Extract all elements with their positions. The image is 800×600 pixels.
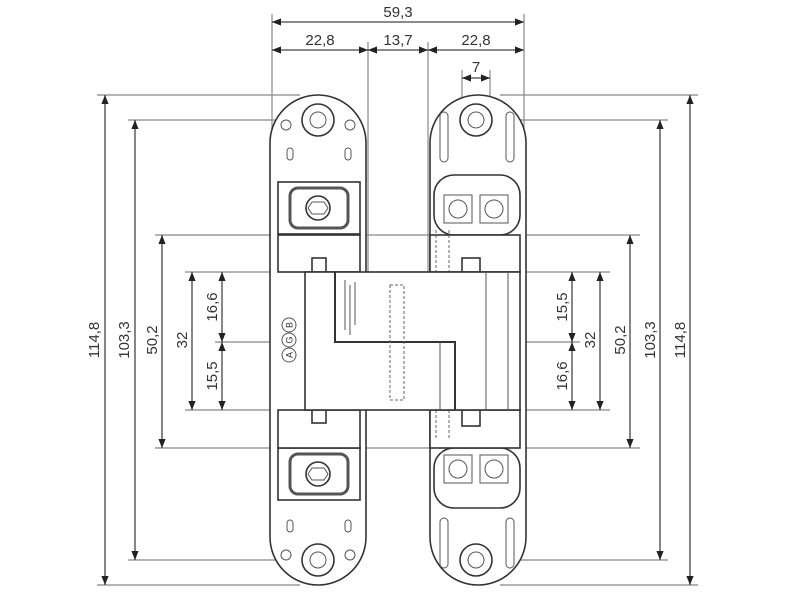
dim-right-lower-half: 16,6: [554, 361, 571, 390]
dim-left-hole-distance: 103,3: [116, 321, 133, 359]
dim-left-lower-half: 15,5: [204, 361, 221, 390]
agb-logo: A G B: [281, 317, 297, 363]
dim-left-overall-height: 114,8: [86, 322, 103, 358]
dim-gap-width: 13,7: [383, 32, 412, 49]
dim-right-overall-height: 114,8: [672, 322, 689, 358]
svg-text:B: B: [285, 322, 295, 328]
dim-hole-spacing: 7: [472, 59, 480, 76]
right-vertical-dimensions: 15,5 16,6 32 50,2 103,3 114,8: [554, 95, 694, 585]
dim-right-plate-width: 22,8: [461, 32, 490, 49]
dim-right-hole-distance: 103,3: [642, 321, 659, 359]
dim-left-plate-width: 22,8: [305, 32, 334, 49]
dim-right-center-height: 32: [582, 332, 599, 349]
dim-right-upper-half: 15,5: [554, 292, 571, 321]
dim-left-upper-half: 16,6: [204, 292, 221, 321]
svg-text:A: A: [285, 352, 295, 358]
hinge-body: [304, 271, 521, 411]
dim-overall-width: 59,3: [383, 4, 412, 21]
horizontal-dimensions: 59,3 22,8 13,7 22,8 7: [272, 4, 524, 82]
dim-right-body-height: 50,2: [612, 325, 629, 354]
left-vertical-dimensions: 114,8 103,3 50,2 32 16,6 15,5: [86, 95, 226, 585]
svg-text:G: G: [285, 336, 295, 343]
dim-left-body-height: 50,2: [144, 325, 161, 354]
dim-left-center-height: 32: [174, 332, 191, 349]
